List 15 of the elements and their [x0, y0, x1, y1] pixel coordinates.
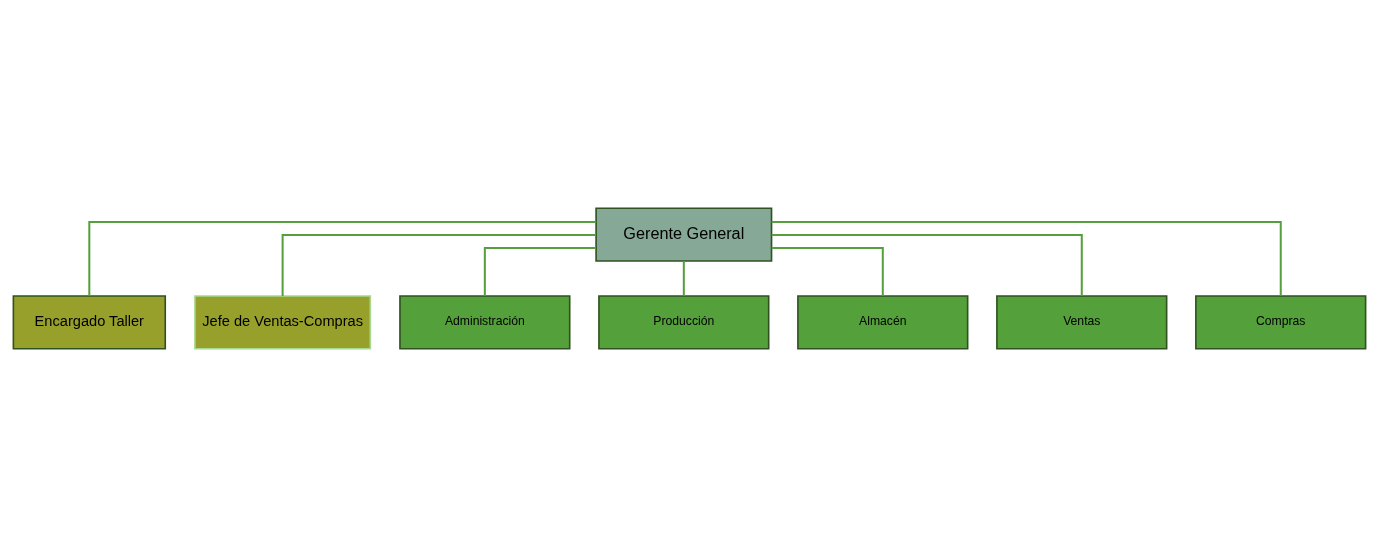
connector: [483, 246, 596, 296]
connector: [771, 233, 1083, 296]
node-box: Ventas: [996, 294, 1168, 350]
connector: [682, 260, 685, 296]
node-box: Encargado Taller: [12, 294, 167, 350]
node-box: Administración: [399, 294, 571, 350]
node-box: Producción: [598, 294, 770, 350]
connector: [88, 220, 597, 296]
connector: [771, 220, 1282, 296]
connector: [771, 246, 884, 296]
node-box: Gerente General: [595, 206, 773, 262]
node-box: Jefe de Ventas-Compras: [194, 294, 372, 350]
connector: [281, 233, 596, 296]
node-box: Almacén: [797, 294, 969, 350]
node-box: Compras: [1195, 294, 1367, 350]
